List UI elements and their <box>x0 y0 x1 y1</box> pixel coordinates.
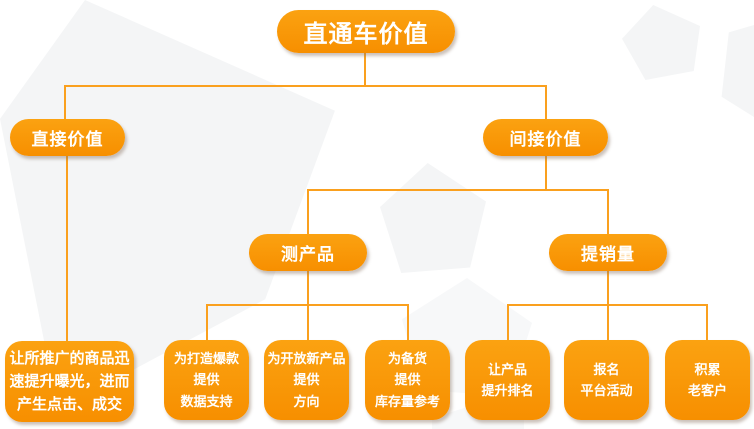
bg-pentagon-center <box>380 163 486 273</box>
connector-line <box>607 304 609 341</box>
connector-line <box>307 304 309 341</box>
leaf-sales-child-2: 报名 平台活动 <box>564 340 649 420</box>
node-boost-sales-label: 提销量 <box>581 245 635 264</box>
leaf-sales-child-1: 让产品 提升排名 <box>465 340 550 420</box>
leaf-test-child-3-text: 为备货 提供 库存量参考 <box>374 350 440 409</box>
connector-line <box>607 270 609 305</box>
connector-line <box>307 270 309 305</box>
node-test-product: 测产品 <box>249 234 367 271</box>
node-indirect-value-label: 间接价值 <box>509 130 582 149</box>
node-indirect-value: 间接价值 <box>483 119 608 156</box>
connector-line <box>407 304 409 341</box>
node-test-product-label: 测产品 <box>281 245 335 264</box>
connector-line <box>507 304 509 341</box>
connector-line <box>64 85 547 87</box>
connector-line <box>607 189 609 236</box>
leaf-direct-description-text: 让所推广的商品迅 速提升曝光，进而 产生点击、成交 <box>9 349 130 414</box>
leaf-test-child-1: 为打造爆款 提供 数据支持 <box>164 340 249 420</box>
leaf-test-child-2-text: 为开放新产品 提供 方向 <box>267 350 346 409</box>
connector-line <box>307 189 609 191</box>
leaf-test-child-2: 为开放新产品 提供 方向 <box>264 340 349 420</box>
connector-line <box>545 85 547 121</box>
bg-pentagon-top-right <box>622 5 700 80</box>
connector-line <box>206 304 208 341</box>
leaf-test-child-1-text: 为打造爆款 提供 数据支持 <box>173 350 239 409</box>
connector-line <box>64 85 66 121</box>
leaf-sales-child-3: 积累 老客户 <box>665 340 750 420</box>
connector-line <box>364 53 366 86</box>
node-root-label: 直通车价值 <box>303 21 429 48</box>
connector-line <box>706 304 708 341</box>
node-root: 直通车价值 <box>277 10 455 53</box>
connector-line <box>545 155 547 190</box>
connector-line <box>307 189 309 236</box>
connector-line <box>66 155 68 343</box>
leaf-direct-description: 让所推广的商品迅 速提升曝光，进而 产生点击、成交 <box>5 341 134 422</box>
node-direct-value-label: 直接价值 <box>31 130 104 149</box>
leaf-sales-child-3-text: 积累 老客户 <box>687 361 727 398</box>
bg-pentagon-right-edge <box>721 25 754 117</box>
node-direct-value: 直接价值 <box>10 119 125 156</box>
node-boost-sales: 提销量 <box>549 234 667 271</box>
leaf-sales-child-2-text: 报名 平台活动 <box>580 361 633 398</box>
leaf-sales-child-1-text: 让产品 提升排名 <box>481 361 534 398</box>
leaf-test-child-3: 为备货 提供 库存量参考 <box>365 340 450 420</box>
